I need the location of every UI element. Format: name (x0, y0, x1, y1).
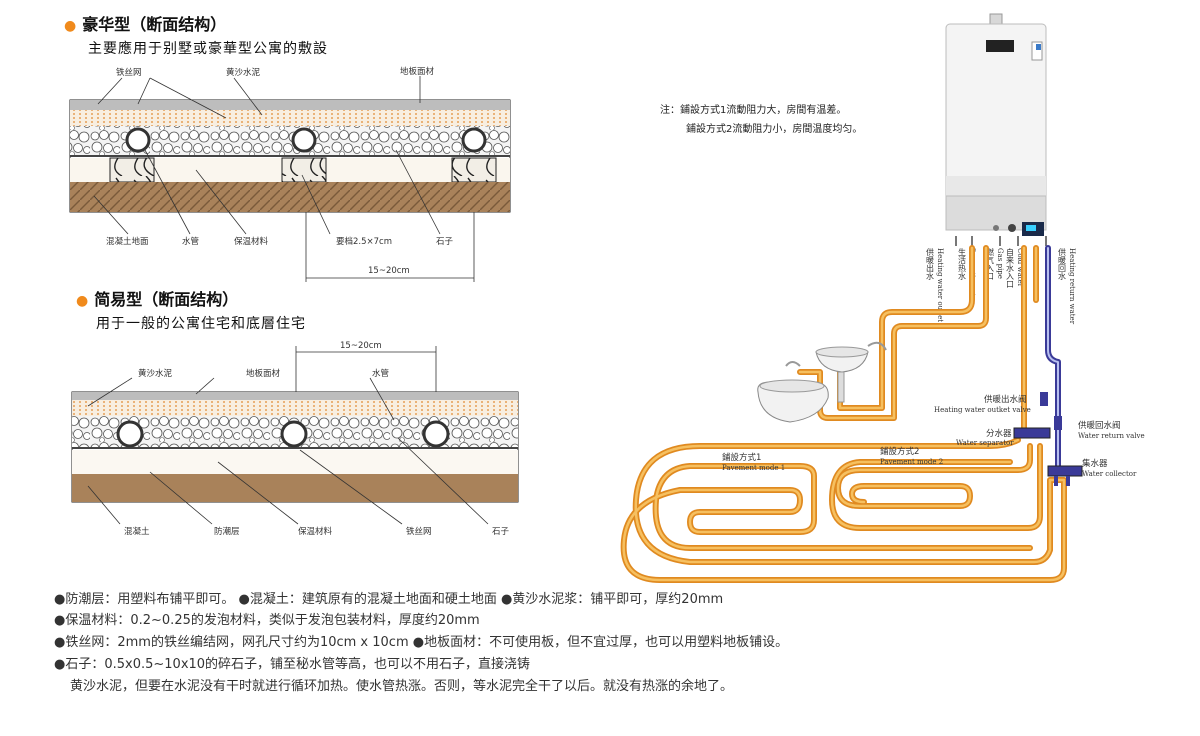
orange-bullet-icon: ● (64, 18, 77, 34)
valve-outlet-en: Heating water outket valve (934, 406, 1031, 414)
luxury-pipe-3 (461, 127, 487, 153)
pipe-label-cold-cn: 自来水入口 (1006, 247, 1015, 288)
valve-return-cn: 供暖回水阀 (1078, 420, 1121, 431)
simple-concrete-layer (72, 474, 518, 502)
separator-en: Water separator (956, 439, 1014, 447)
simple-sand-cement-layer (72, 400, 518, 416)
bullet-line-1: ●防潮层：用塑料布铺平即可。 ●混凝土：建筑原有的混凝土地面和硬土地面 ●黄沙水… (54, 592, 724, 607)
luxury-concrete-layer (70, 182, 510, 212)
simple-label-insulation: 保温材料 (298, 526, 333, 537)
pipe-network (620, 245, 1067, 583)
luxury-sand-cement-layer (70, 110, 510, 126)
simple-label-moisture-layer: 防潮层 (214, 526, 240, 537)
collector-cn: 集水器 (1082, 458, 1108, 469)
note-line-1: 注：鋪設方式1流動阻力大，房間有温差。 (660, 105, 847, 116)
simple-insulation-layer (72, 450, 518, 474)
simple-label-concrete: 混凝土 (124, 526, 150, 537)
boiler-label-sticker (1031, 41, 1043, 61)
heating-outlet-valve-icon (1040, 392, 1048, 406)
boiler-logo-badge (986, 40, 1014, 52)
pipe-label-heating-return-cn: 供暖回水 (1058, 247, 1067, 280)
luxury-dimension: 15~20cm (368, 266, 410, 276)
simple-dimension: 15~20cm (340, 341, 382, 351)
boiler-knob-1-icon (1008, 224, 1016, 232)
mode1-en: Pavement mode 1 (722, 464, 785, 472)
luxury-label-joist: 要档2.5×7cm (336, 236, 392, 247)
luxury-label-floor-material: 地板面材 (400, 66, 435, 77)
bullet-line-5: 黄沙水泥，但要在水泥没有干时就进行循环加热。使水管热涨。否则，等水泥完全干了以后… (70, 679, 734, 694)
pipe-label-heating-outlet-cn: 供暖出水 (926, 247, 935, 280)
simple-section: 15~20cm 黄沙水泥 地板面材 水管 混凝土 防潮层 保温材料 铁丝网 石 (71, 341, 519, 537)
pipe-label-gas-en: Gas pipe (996, 248, 1004, 279)
simple-floor-surface (72, 392, 518, 400)
manifolds (1013, 392, 1083, 486)
valve-return-en: Water return valve (1078, 432, 1145, 440)
luxury-label-wire-mesh: 铁丝网 (116, 67, 142, 78)
valve-outlet-cn: 供暖出水阀 (984, 394, 1027, 405)
pipe-label-cold-en: Cold water (1016, 248, 1024, 288)
luxury-joist-1 (109, 157, 155, 183)
simple-label-gravel: 石子 (492, 527, 510, 537)
bullet-line-4: ●石子：0.5x0.5~10x10的碎石子，铺至秘水管等高，也可以不用石子，直接… (54, 657, 531, 672)
simple-label-sand-cement: 黄沙水泥 (138, 368, 173, 379)
luxury-label-water-pipe: 水管 (182, 236, 199, 247)
sink-icon (815, 341, 887, 403)
mode2-cn: 鋪設方式2 (880, 446, 919, 457)
luxury-joist-3 (451, 157, 497, 183)
boiler-unit (945, 13, 1047, 246)
pipe-label-heating-outlet-en: Heating water outlet (936, 248, 944, 322)
return-valve-icon (1054, 416, 1062, 430)
simple-pipe-3 (422, 420, 450, 448)
simple-pipe-1 (116, 420, 144, 448)
luxury-label-concrete: 混凝土地面 (106, 236, 149, 247)
collector-en: Water collector (1082, 470, 1137, 478)
luxury-label-sand-cement: 黄沙水泥 (226, 67, 261, 78)
luxury-pipe-1 (125, 127, 151, 153)
simple-label-floor-material: 地板面材 (246, 368, 281, 379)
bullet-line-2: ●保温材料：0.2~0.25的发泡材料，类似于发泡包装材料，厚度约20mm (54, 613, 480, 628)
simple-title: ●简易型（断面结构） (76, 290, 239, 309)
luxury-label-gravel: 石子 (436, 237, 454, 247)
luxury-label-insulation: 保温材料 (234, 236, 269, 247)
water-separator (1013, 427, 1051, 439)
orange-bullet-icon: ● (76, 293, 89, 309)
simple-pipe-2 (280, 420, 308, 448)
water-collector (1047, 465, 1083, 477)
pipe-label-domestic-cn: 生活热水 (958, 247, 967, 280)
boiler-knob-2-icon (993, 225, 999, 231)
luxury-floor-surface (70, 100, 510, 110)
mode2-en: Pavement mode 2 (880, 458, 943, 466)
simple-label-wire-mesh: 铁丝网 (406, 526, 432, 537)
luxury-section: 铁丝网 黄沙水泥 地板面材 混凝土地面 水管 保温材料 要档2.5×7cm 石子… (69, 66, 511, 282)
luxury-pipe-2 (291, 127, 317, 153)
luxury-title: ●豪华型（断面结构） (64, 15, 227, 34)
separator-cn: 分水器 (986, 428, 1012, 439)
note-line-2: 鋪設方式2流動阻力小，房間温度均匀。 (686, 124, 863, 135)
pipe-label-heating-return-en: Heating return water (1068, 248, 1076, 325)
simple-subtitle: 用于一般的公寓住宅和底層住宅 (96, 316, 306, 332)
bullet-line-3: ●铁丝网：2mm的铁丝编结网，网孔尺寸约为10cm x 10cm ●地板面材：不… (54, 635, 789, 650)
bathtub-icon (757, 361, 829, 423)
luxury-subtitle: 主要應用于别墅或豪華型公寓的敷設 (88, 41, 328, 57)
mode1-cn: 鋪設方式1 (722, 452, 761, 463)
pipe-label-gas-cn: 燃气入口 (986, 247, 995, 280)
simple-label-water-pipe: 水管 (372, 368, 389, 379)
